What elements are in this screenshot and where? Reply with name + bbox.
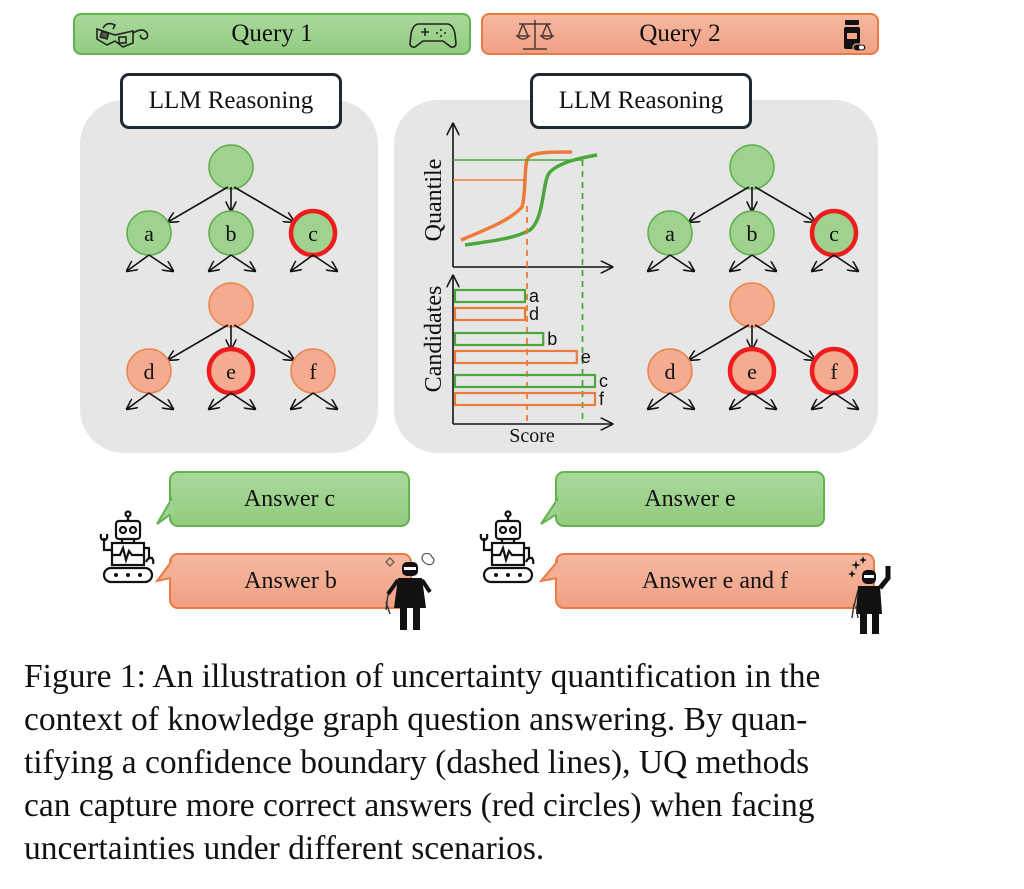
- answer-bubble-q1-green: Answer c: [169, 471, 410, 527]
- q1-orange-tree: d e f: [127, 282, 337, 409]
- answer-bubble-q2-orange: Answer e and f: [555, 553, 875, 609]
- edge-arrow: [669, 254, 694, 271]
- candidate-label: a: [529, 286, 540, 306]
- candidate-bar-d: [453, 306, 527, 322]
- bubble-tails: [154, 496, 560, 583]
- edge-arrow: [148, 254, 173, 271]
- candidate-label: e: [581, 347, 591, 367]
- quantile-axis-label: Quantile: [421, 159, 447, 242]
- figure-caption: Figure 1: An illustration of uncertainty…: [24, 655, 964, 870]
- edge-arrow: [291, 254, 314, 271]
- node-label: d: [144, 359, 155, 384]
- edge-arrow: [312, 392, 337, 409]
- edge-arrow: [689, 186, 750, 222]
- query-1-box: Query 1: [73, 13, 471, 55]
- gamepad-icon: [409, 23, 457, 48]
- edge-arrow: [812, 392, 835, 409]
- knowledge-graph-trees: a b c d e f a b c d e f: [0, 144, 1024, 460]
- robot-icon: [479, 510, 535, 584]
- caption-line: context of knowledge graph question answ…: [24, 701, 808, 738]
- edge-arrow: [168, 186, 229, 222]
- node-label: a: [665, 221, 675, 246]
- uq-charts: Quantile Candidates Score adb ecf: [421, 110, 650, 447]
- edge-arrow: [751, 392, 776, 409]
- edge-arrow: [209, 392, 232, 409]
- balance-scale-icon: [515, 20, 555, 50]
- query-2-box: Query 2: [481, 13, 879, 55]
- answer-text: Answer e and f: [642, 567, 788, 594]
- candidate-label: d: [529, 304, 539, 324]
- q2-green-tree: a b c: [648, 144, 858, 271]
- node-label: b: [226, 221, 237, 246]
- pill-bottle-icon: [844, 20, 867, 52]
- edge-arrow: [233, 324, 294, 360]
- candidate-bar-b: [453, 331, 545, 347]
- q2-orange-tree: d e f: [648, 282, 858, 409]
- edge-arrow: [127, 392, 150, 409]
- answer-text: Answer c: [243, 485, 336, 512]
- orange-quantile-curve: [460, 150, 573, 242]
- q1-green-tree: a b c: [127, 144, 337, 271]
- edge-arrow: [648, 392, 671, 409]
- node-label: d: [665, 359, 676, 384]
- caption-line: uncertainties under different scenarios.: [24, 830, 545, 867]
- answer-text: Answer b: [244, 567, 337, 594]
- edge-arrow: [233, 186, 294, 222]
- edge-arrow: [230, 392, 255, 409]
- edge-arrow: [168, 324, 229, 360]
- edge-arrow: [209, 254, 232, 271]
- node-label: e: [226, 359, 236, 384]
- edge-arrow: [730, 392, 753, 409]
- query-2-reasoning-panel: [394, 100, 878, 453]
- candidate-bar-f: [453, 391, 597, 407]
- answer-text: Answer e: [644, 485, 736, 512]
- caption-line: tifying a confidence boundary (dashed li…: [24, 744, 810, 781]
- robot-icon: [99, 510, 155, 584]
- edge-arrow: [754, 186, 815, 222]
- candidate-bar-e: [453, 349, 578, 365]
- query-1-label: Query 1: [231, 20, 313, 47]
- node-label: c: [829, 221, 839, 246]
- node-label: f: [830, 359, 838, 384]
- 3d-glasses-icon: [96, 22, 149, 48]
- answer-bubble-q2-green: Answer e: [555, 471, 825, 527]
- edge-arrow: [230, 254, 255, 271]
- edge-arrow: [833, 254, 858, 271]
- candidate-label: f: [599, 389, 605, 409]
- edge-arrow: [148, 392, 173, 409]
- edge-arrow: [689, 324, 750, 360]
- edge-arrow: [730, 254, 753, 271]
- node-label: a: [144, 221, 154, 246]
- candidate-bar-c: [453, 373, 597, 389]
- edge-arrow: [754, 324, 815, 360]
- caption-line: Figure 1: An illustration of uncertainty…: [24, 658, 821, 695]
- query-2-label: Query 2: [639, 20, 721, 47]
- edge-arrow: [833, 392, 858, 409]
- score-axis-label: Score: [509, 425, 555, 447]
- edge-arrow: [669, 392, 694, 409]
- green-quantile-curve: [464, 153, 598, 247]
- candidate-label: c: [599, 371, 608, 391]
- frustrated-doctor-icon: [385, 552, 435, 630]
- edge-arrow: [291, 392, 314, 409]
- edge-arrow: [812, 254, 835, 271]
- edge-arrow: [127, 254, 150, 271]
- happy-doctor-icon: [848, 556, 891, 634]
- node-label: f: [309, 359, 317, 384]
- llm-reasoning-label-2: LLM Reasoning: [530, 73, 752, 129]
- edge-arrow: [648, 254, 671, 271]
- edge-arrow: [751, 254, 776, 271]
- candidate-label: b: [547, 329, 557, 349]
- node-label: b: [747, 221, 758, 246]
- llm-reasoning-label-1: LLM Reasoning: [120, 73, 342, 129]
- candidate-bar-a: [453, 288, 527, 304]
- caption-line: can capture more correct answers (red ci…: [24, 787, 815, 824]
- node-label: c: [308, 221, 318, 246]
- edge-arrow: [312, 254, 337, 271]
- candidates-axis-label: Candidates: [421, 286, 447, 393]
- node-label: e: [747, 359, 757, 384]
